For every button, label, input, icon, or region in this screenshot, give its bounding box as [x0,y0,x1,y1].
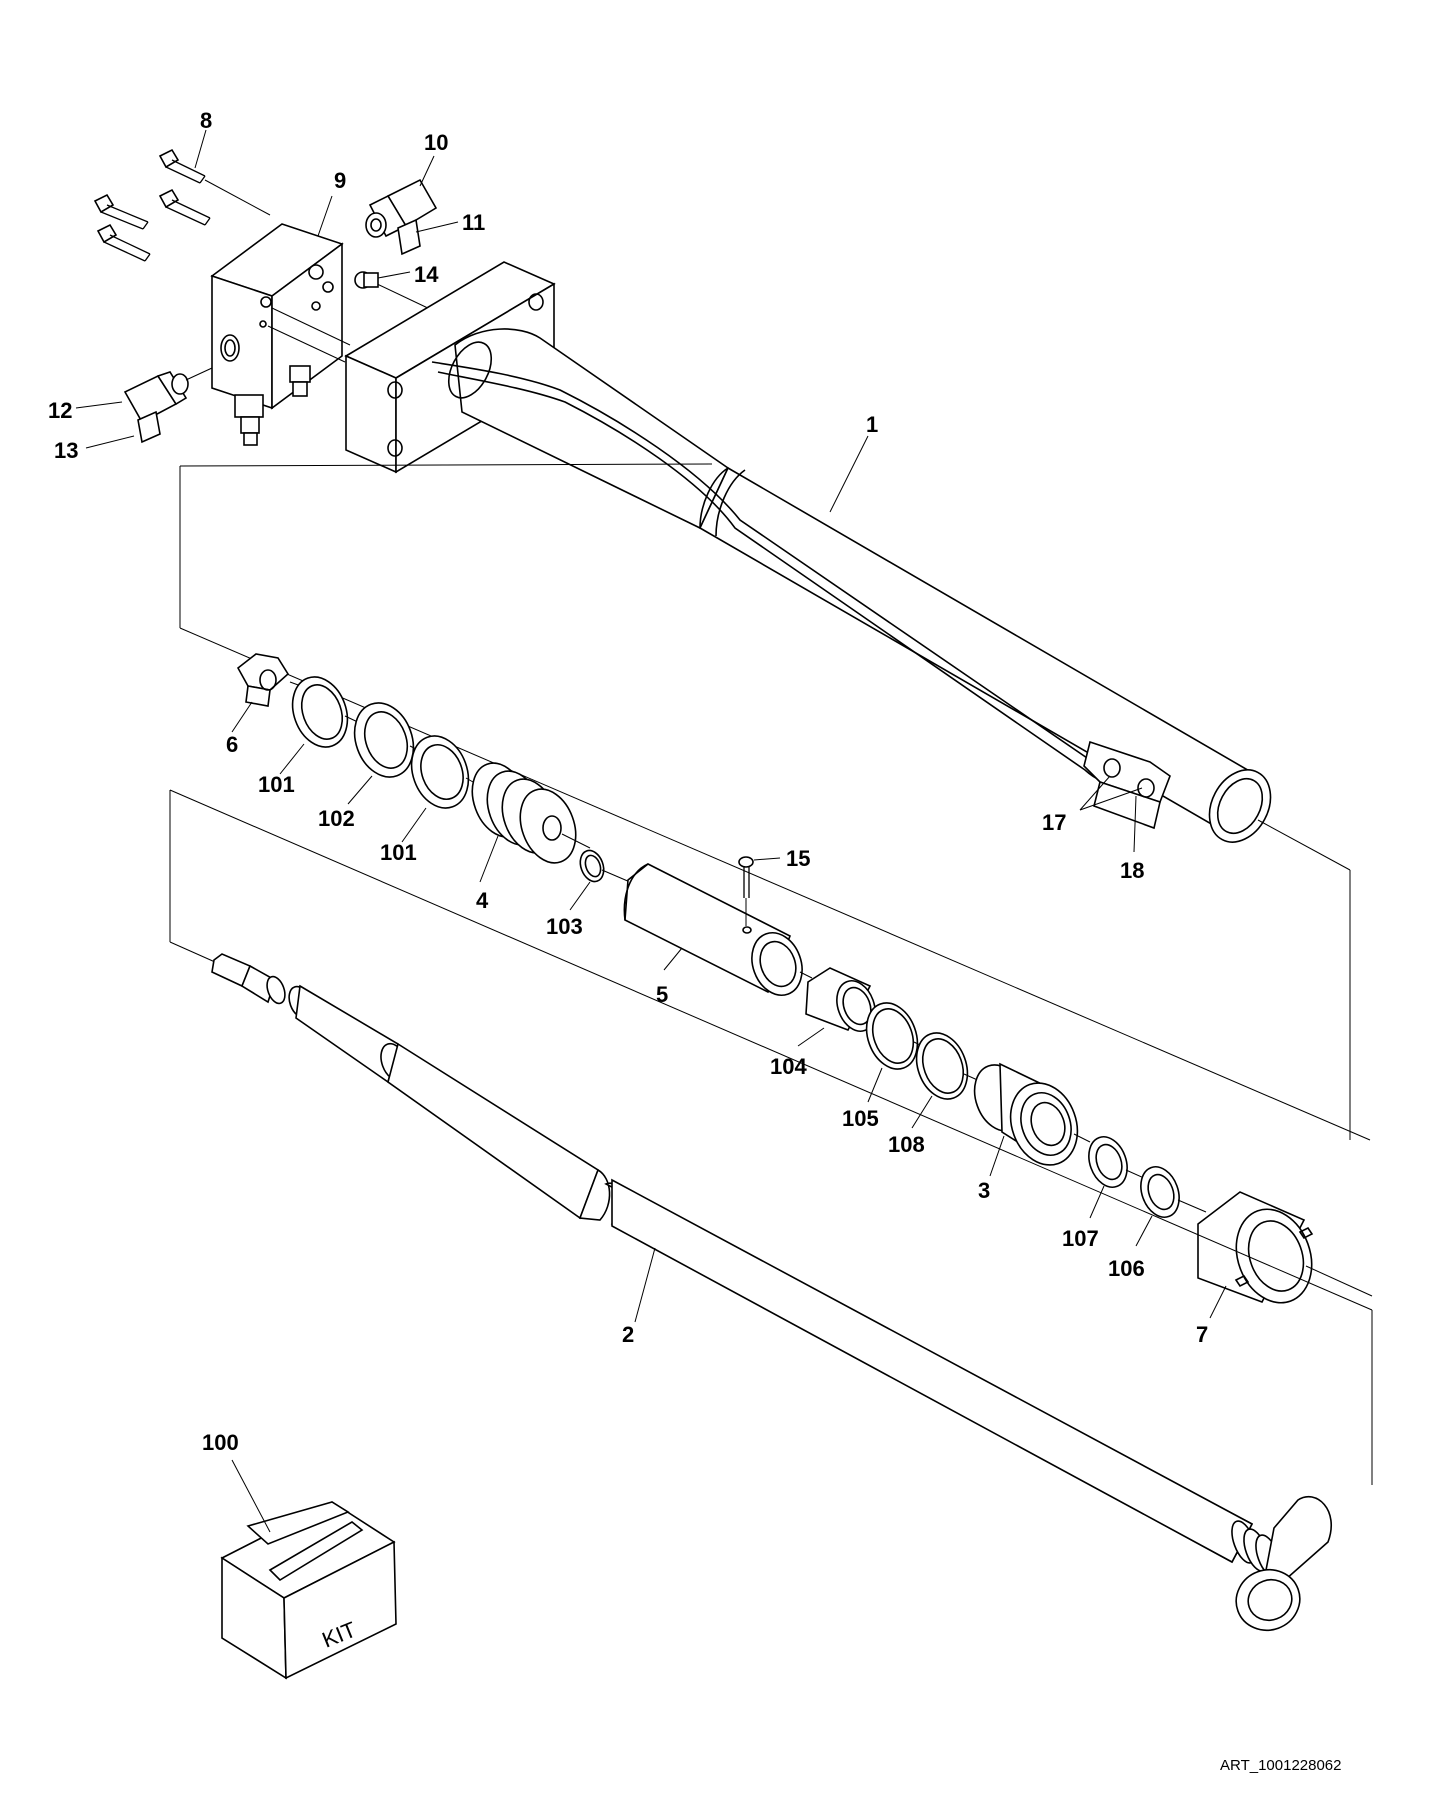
label-4: 4 [476,888,489,913]
label-13: 13 [54,438,78,463]
label-17: 17 [1042,810,1066,835]
label-3: 3 [978,1178,990,1203]
bolt [158,188,211,226]
exploded-view-frame-lower [169,789,1373,1485]
label-14: 14 [414,262,439,287]
art-number: ART_1001228062 [1220,1757,1342,1774]
label-102: 102 [318,806,355,831]
plug [354,271,379,289]
label-106: 106 [1108,1256,1145,1281]
rod-seal-107 [1088,1136,1128,1188]
piston-rod [211,953,1333,1632]
elbow-fitting-top [365,178,438,256]
label-10: 10 [424,130,448,155]
label-104: 104 [770,1054,807,1079]
label-18: 18 [1120,858,1144,883]
callout-labels: 1 2 3 4 5 6 7 8 9 10 11 12 13 14 15 17 1… [48,108,1208,1455]
wear-ring-1 [291,676,349,748]
bolt [158,148,206,184]
label-7: 7 [1196,1322,1208,1347]
label-101-b: 101 [380,840,417,865]
label-103: 103 [546,914,583,939]
bolt [93,193,149,230]
wear-ring-2 [410,735,470,809]
label-101-a: 101 [258,772,295,797]
label-12: 12 [48,398,72,423]
wiper-106 [1140,1166,1180,1218]
label-100: 100 [202,1430,239,1455]
elbow-fitting-side [123,367,213,444]
cylinder-barrel [344,261,1272,843]
label-5: 5 [656,982,668,1007]
seal-ring-108 [915,1032,969,1100]
label-6: 6 [226,732,238,757]
set-screw [738,856,754,934]
valve-block [210,223,433,446]
bushing [805,967,876,1032]
label-15: 15 [786,846,810,871]
bolt [96,223,151,262]
kit-box: KIT [220,1501,397,1680]
gland [973,1062,1079,1166]
label-107: 107 [1062,1226,1099,1251]
label-2: 2 [622,1322,634,1347]
bolt-group [93,148,271,262]
spacer-tube [623,863,803,996]
label-8: 8 [200,108,212,133]
label-9: 9 [334,168,346,193]
piston-seal [353,702,415,778]
label-105: 105 [842,1106,879,1131]
o-ring-103 [579,849,605,883]
label-11: 11 [462,210,485,235]
nut [236,653,313,707]
piston [471,762,577,864]
gland-nut [1197,1191,1314,1304]
label-1: 1 [866,412,878,437]
seal-ring-105 [865,1002,919,1070]
label-108: 108 [888,1132,925,1157]
leader-lines [75,129,1227,1533]
